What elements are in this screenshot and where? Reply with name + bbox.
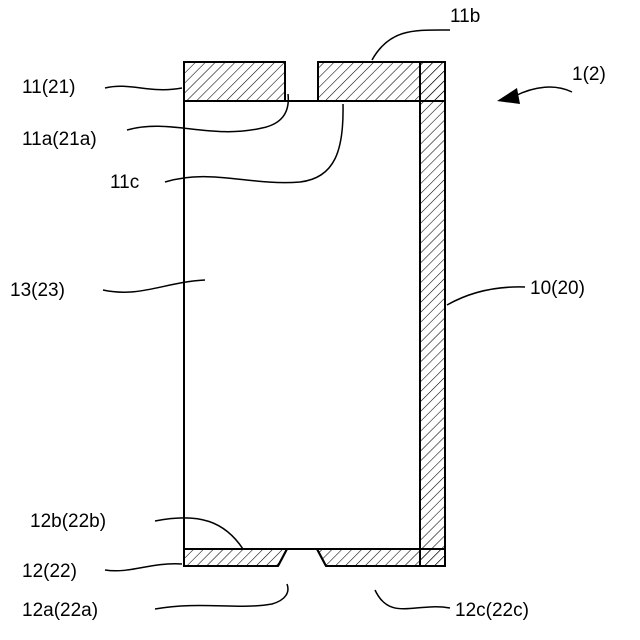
label-13-23: 13(23): [10, 280, 65, 301]
label-11a-21a: 11a(21a): [22, 129, 97, 150]
leader-11b: [372, 30, 450, 60]
leader-10-20: [447, 287, 525, 305]
bottom-hole: [278, 549, 326, 566]
bottom-cap: [184, 549, 445, 566]
label-12-22: 12(22): [22, 561, 77, 582]
assembly-arrow: [497, 87, 572, 104]
top-cap: [184, 62, 445, 101]
leader-12c-22c: [375, 590, 450, 609]
leader-12a-22a: [155, 584, 288, 609]
label-12c-22c: 12c(22c): [455, 600, 529, 621]
side-wall: [420, 62, 445, 566]
label-11b: 11b: [450, 6, 480, 27]
label-12a-22a: 12a(22a): [22, 600, 98, 621]
label-10-20: 10(20): [530, 278, 585, 299]
label-12b-22b: 12b(22b): [30, 511, 106, 532]
label-11-21: 11(21): [22, 77, 76, 98]
leader-12-22: [105, 564, 182, 571]
leader-11-21: [105, 86, 182, 89]
top-hole: [285, 62, 318, 101]
interior-chamber: [184, 101, 420, 549]
label-11c: 11c: [110, 172, 139, 193]
label-1-2: 1(2): [572, 64, 606, 85]
